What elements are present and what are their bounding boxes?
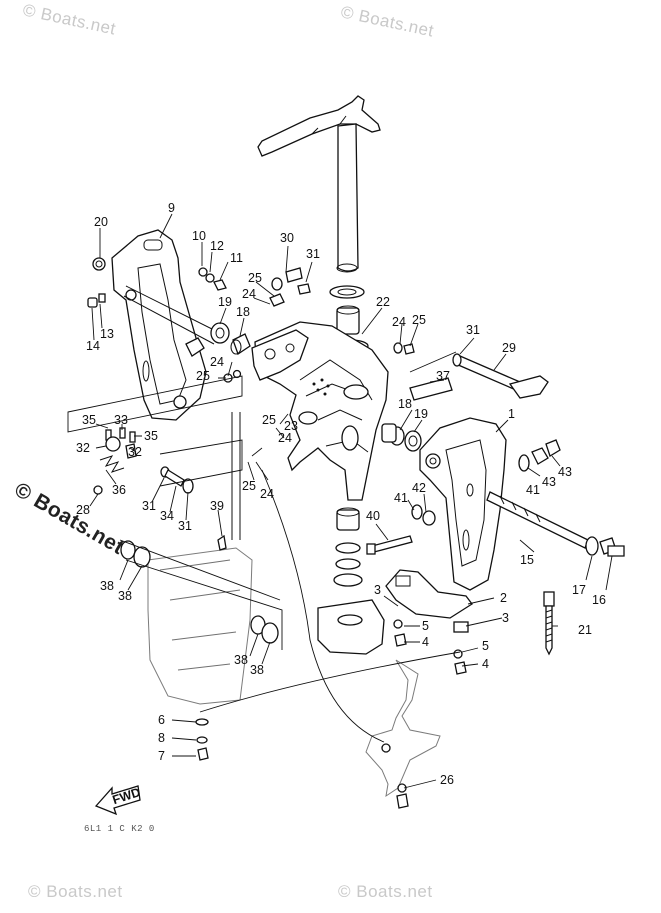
label-30: 30 [280,231,294,245]
label-20: 20 [94,215,108,229]
label-35-left: 35 [82,413,96,427]
leader-lines [89,213,613,789]
label-42: 42 [412,481,426,495]
left-clamp-bracket [111,229,207,421]
diagram-code: 6L1 1 C K2 0 [84,824,155,834]
center-lower-mount [317,599,385,655]
upper-mount-plate [251,329,309,381]
label-40: 40 [366,509,380,523]
label-29: 29 [502,341,516,355]
label-6: 6 [158,713,165,727]
label-38-c: 38 [234,653,248,667]
fwd-arrow-icon: FWD [94,785,142,816]
part-number-labels: 20 9 10 12 11 13 14 19 18 24 25 30 31 25… [76,201,606,787]
label-32-left: 32 [76,441,90,455]
label-25-mid: 25 [262,413,276,427]
lower-case-skeg [365,659,441,809]
label-31-bl: 31 [142,499,156,513]
tilt-lock-rod [452,353,549,399]
label-10: 10 [192,229,206,243]
label-41-left: 41 [394,491,408,505]
label-35-right: 35 [144,429,158,443]
label-18-left: 18 [236,305,250,319]
watermark-bottom-right: © Boats.net [338,882,433,901]
label-28: 28 [76,503,90,517]
label-4-upper: 4 [422,635,429,649]
label-24-top: 24 [242,287,256,301]
label-12: 12 [210,239,224,253]
bottom-left-stack [195,718,209,761]
tilt-support-small [269,267,415,355]
lower-mount-assembly [119,539,283,705]
label-33: 33 [114,413,128,427]
left-bracket-small-parts [87,257,251,383]
label-19-left: 19 [218,295,232,309]
label-4-lower: 4 [482,657,489,671]
label-17: 17 [572,583,586,597]
lower-bracket [385,569,473,675]
label-31-top: 31 [306,247,320,261]
label-9: 9 [168,201,175,215]
label-5-lower: 5 [482,639,489,653]
label-37: 37 [436,369,450,383]
label-38-b: 38 [118,589,132,603]
label-25-left: 25 [196,369,210,383]
right-bracket-small-parts [366,377,561,555]
label-32-right: 32 [128,445,142,459]
left-bracket-cross-rod [123,285,223,345]
label-7: 7 [158,749,165,763]
trim-rod [543,591,555,656]
label-22: 22 [376,295,390,309]
label-8: 8 [158,731,165,745]
label-36: 36 [112,483,126,497]
label-1: 1 [508,407,515,421]
label-3-left: 3 [374,583,381,597]
label-25-top: 25 [248,271,262,285]
label-21: 21 [578,623,592,637]
label-26: 26 [440,773,454,787]
label-25-right: 25 [412,313,426,327]
right-clamp-bracket [419,417,507,591]
label-5-upper: 5 [422,619,429,633]
label-43-upper: 43 [558,465,572,479]
label-38-a: 38 [100,579,114,593]
label-13: 13 [100,327,114,341]
curved-cable [199,469,461,743]
label-25-low: 25 [242,479,256,493]
label-18-right: 18 [398,397,412,411]
label-24-right: 24 [392,315,406,329]
label-14: 14 [86,339,100,353]
label-23: 23 [284,419,298,433]
label-41-right: 41 [526,483,540,497]
watermark-bottom-left: © Boats.net [28,882,123,901]
label-24-mid: 24 [278,431,292,445]
label-43-lower: 43 [542,475,556,489]
label-16: 16 [592,593,606,607]
label-24-low: 24 [260,487,274,501]
assembly-guide-lines [67,351,457,540]
label-11: 11 [230,251,243,265]
label-3-right: 3 [502,611,509,625]
label-34: 34 [160,509,174,523]
steering-tiller-handle [257,95,381,157]
label-19-right: 19 [414,407,428,421]
label-39: 39 [210,499,224,513]
steering-shaft [336,123,359,273]
label-15: 15 [520,553,534,567]
label-38-d: 38 [250,663,264,677]
through-bolt [486,491,625,557]
label-31-right: 31 [466,323,480,337]
label-2: 2 [500,591,507,605]
label-24-left: 24 [210,355,224,369]
label-31-br: 31 [178,519,192,533]
